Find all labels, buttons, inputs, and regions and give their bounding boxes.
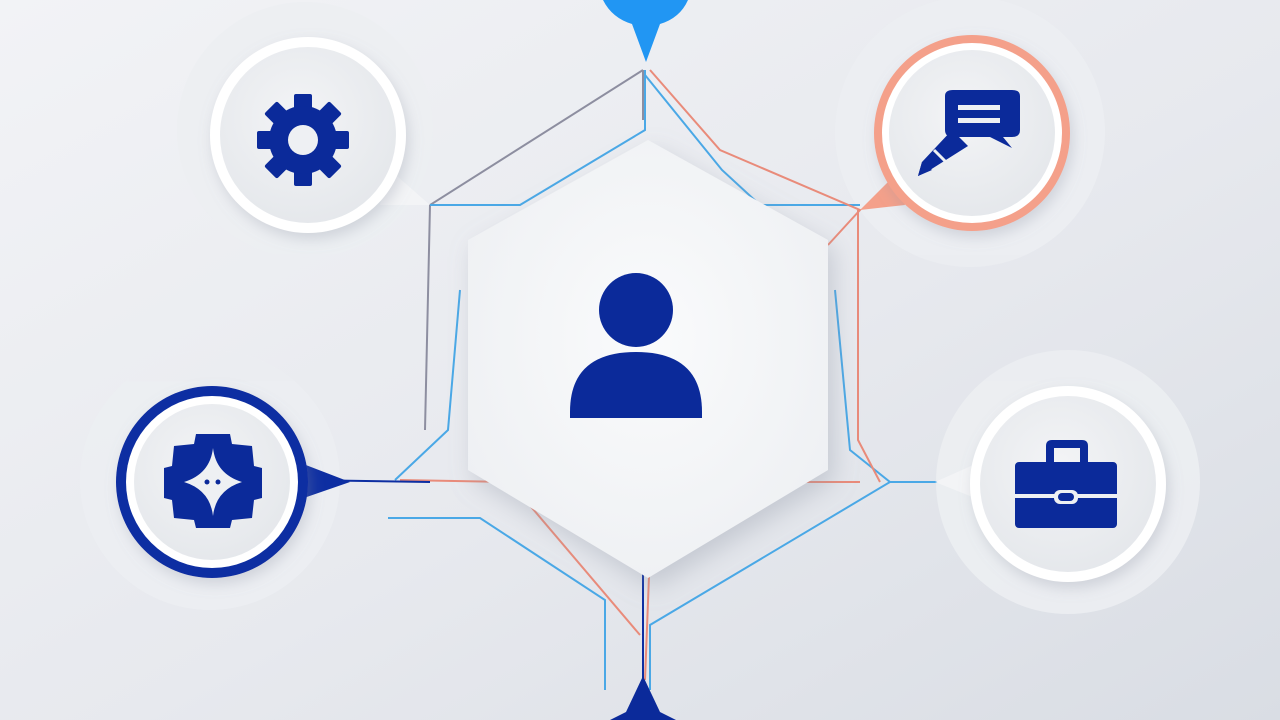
node-business[interactable] (935, 386, 1166, 582)
chat-pen-icon (918, 90, 1020, 176)
node-idea[interactable] (116, 386, 350, 578)
node-settings[interactable] (210, 37, 430, 233)
node-chat[interactable] (860, 35, 1070, 231)
gear-icon (257, 94, 349, 186)
top-map-pin-icon (603, 0, 688, 62)
sparkle-badge-icon (164, 434, 262, 528)
briefcase-icon (1015, 440, 1117, 528)
bottom-map-pin-icon (610, 676, 676, 720)
user-icon (570, 273, 702, 418)
